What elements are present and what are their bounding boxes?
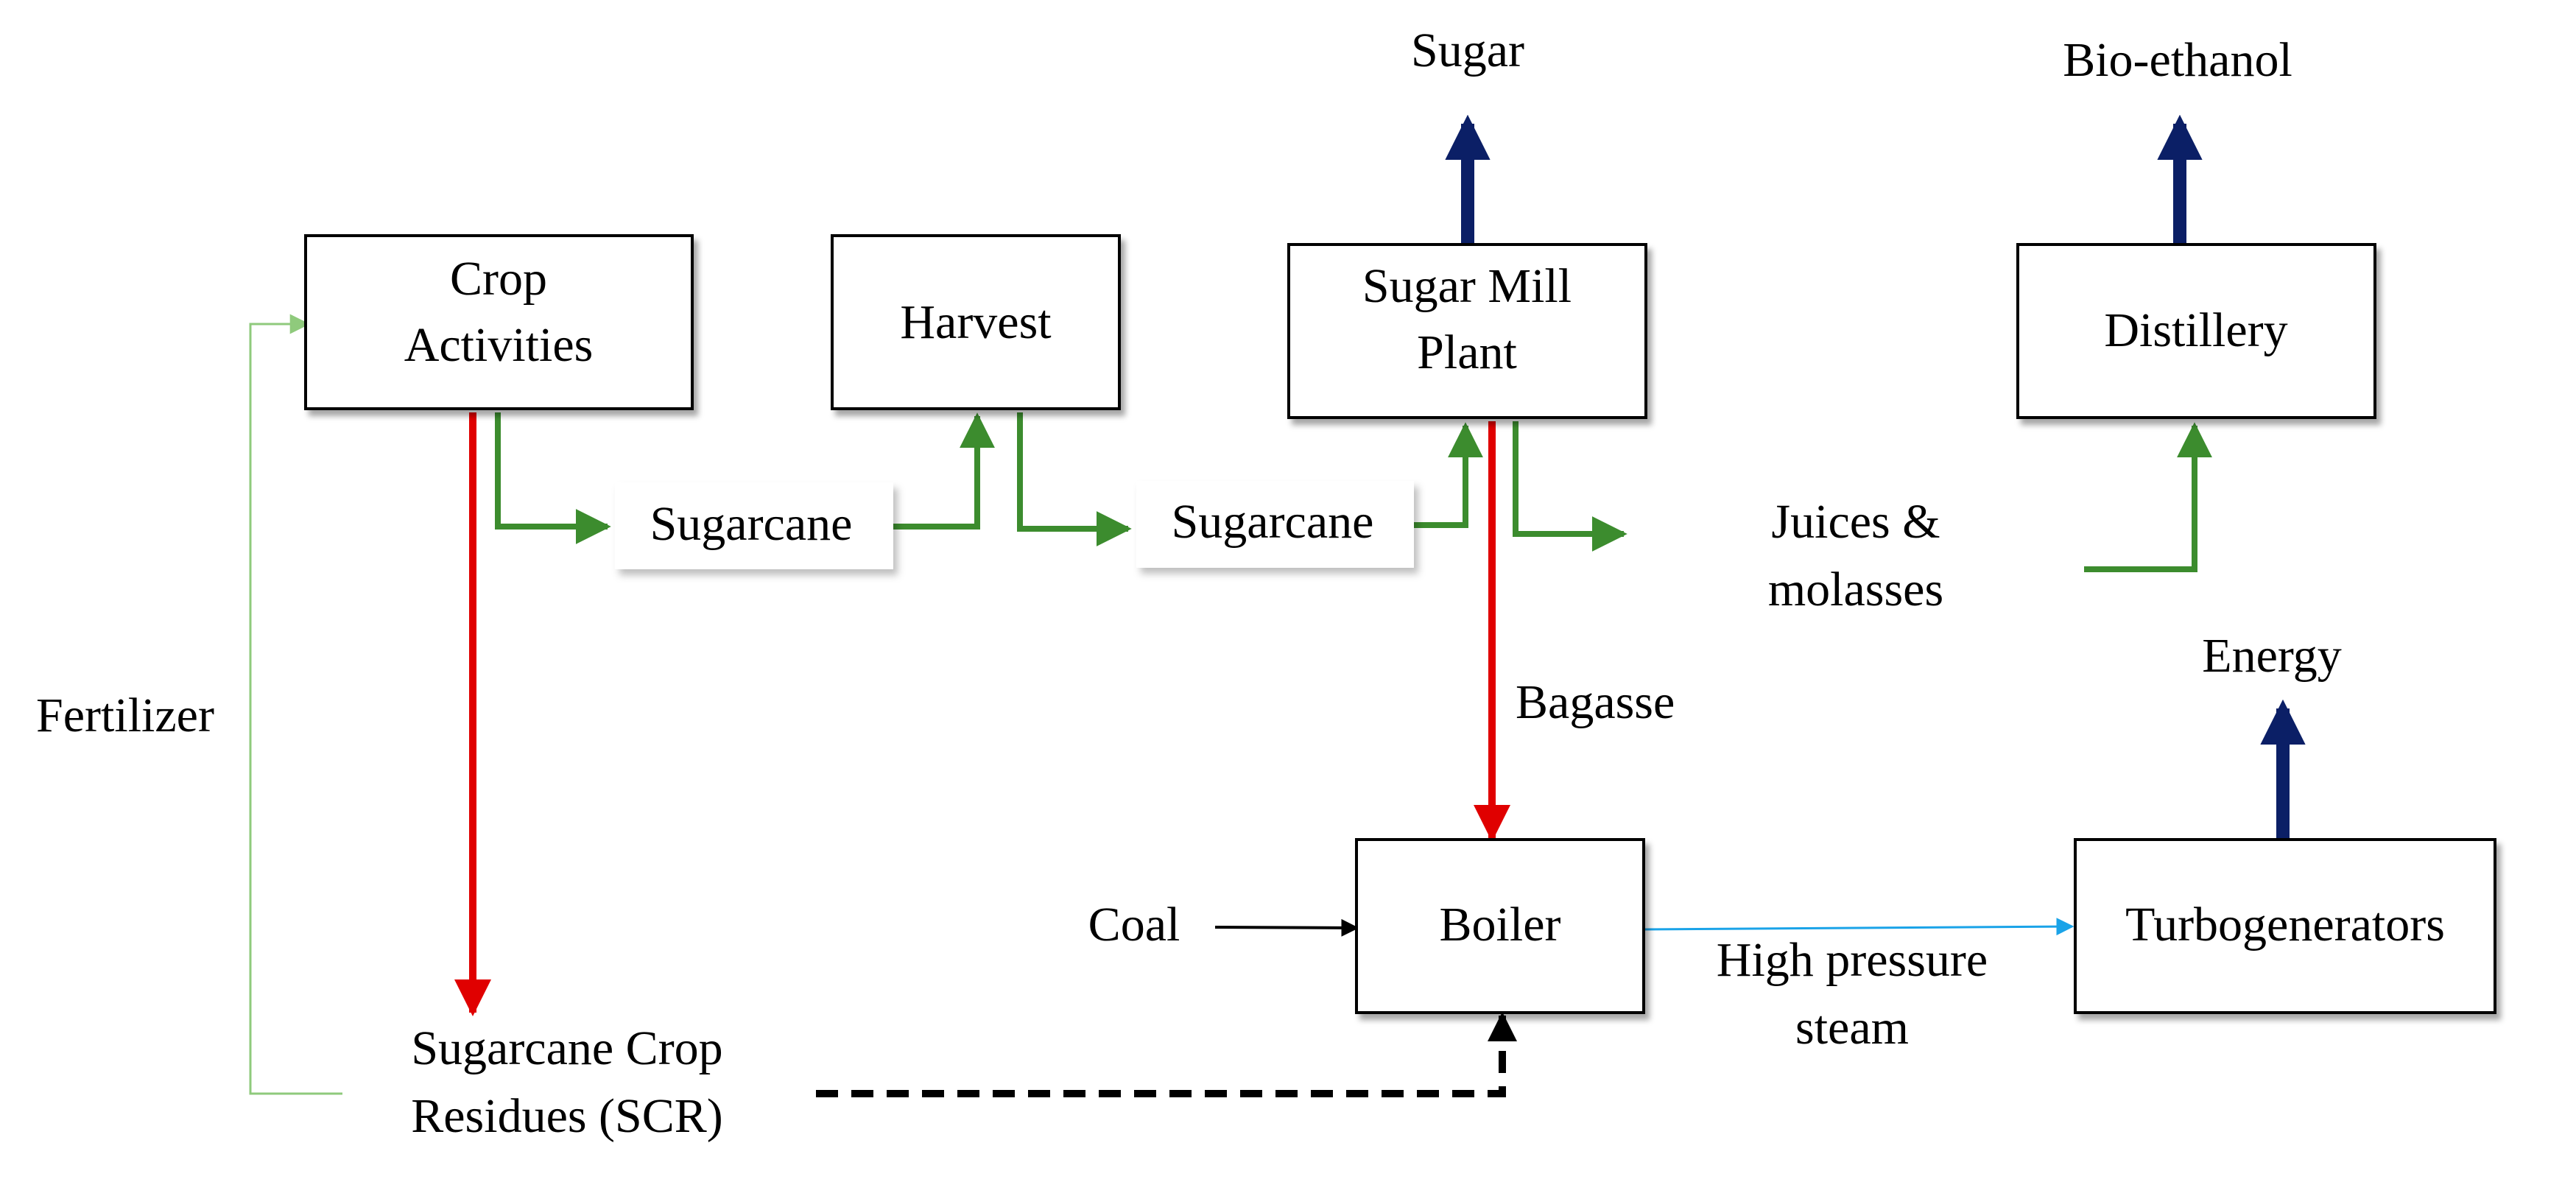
boiler-label-line-1: Boiler xyxy=(1440,898,1561,951)
turbogenerators-label-line-1: Turbogenerators xyxy=(2125,898,2445,951)
steam-to-turbogenerators-arrow xyxy=(1643,918,2074,936)
bagasse-label: Bagasse xyxy=(1516,675,1675,729)
juices-to-distillery-arrow xyxy=(2084,422,2212,572)
juices-molasses-label-line-1: Juices & xyxy=(1771,495,1940,549)
sugar-mill-label-line-1: Sugar Mill xyxy=(1362,259,1572,313)
fertilizer-feedback-arrow xyxy=(249,314,342,1095)
sugarcane-to-sugar-mill-arrow xyxy=(1414,422,1483,528)
crop-activities-label-line-2: Activities xyxy=(404,318,594,372)
energy-output-label: Energy xyxy=(2202,629,2341,683)
sugarcane-label-1-box xyxy=(615,482,893,569)
sugarcane-label-2: Sugarcane xyxy=(1172,495,1374,549)
juices-molasses-label: Juices & molasses xyxy=(1768,495,1943,616)
turbogenerators-box xyxy=(2074,838,2496,1014)
sugarcane-label-1: Sugarcane xyxy=(650,497,853,551)
crop-activities-box xyxy=(304,234,694,410)
harvest-label-line-1: Harvest xyxy=(900,295,1051,349)
turbogenerators-label: Turbogenerators xyxy=(2125,898,2445,951)
high-pressure-steam-label-line-2: steam xyxy=(1795,1001,1909,1055)
sugarcane-to-harvest-arrow xyxy=(893,412,995,530)
harvest-to-sugarcane-arrow xyxy=(1017,412,1132,546)
juices-molasses-label-line-2: molasses xyxy=(1768,563,1943,616)
crop-activities-label-line-1: Crop xyxy=(450,252,547,306)
sugar-mill-label-line-2: Plant xyxy=(1417,326,1517,379)
sugarcane-label-2-node: Sugarcane xyxy=(1136,481,1414,568)
harvest-label: Harvest xyxy=(900,295,1051,349)
boiler-node: Boiler xyxy=(1355,838,1645,1014)
sugar-output-label: Sugar xyxy=(1411,24,1524,77)
fertilizer-label: Fertilizer xyxy=(36,689,214,742)
sugarcane-crop-residues-label-line-2: Residues (SCR) xyxy=(411,1089,723,1143)
distillery-label: Distillery xyxy=(2104,303,2287,357)
sugarcane-label-2-box xyxy=(1136,481,1414,568)
sugarcane-crop-residues-label-line-1: Sugarcane Crop xyxy=(411,1021,722,1075)
distillery-node: Distillery xyxy=(2016,243,2376,419)
sugar-mill-box xyxy=(1287,243,1647,419)
high-pressure-steam-label: High pressure steam xyxy=(1717,933,1988,1055)
crop-to-sugarcane-arrow xyxy=(495,412,611,544)
residues-to-boiler-dashed-arrow xyxy=(816,1012,1517,1097)
boiler-box xyxy=(1355,838,1645,1014)
high-pressure-steam-label-line-1: High pressure xyxy=(1717,933,1988,987)
harvest-box xyxy=(831,234,1121,410)
coal-to-boiler-arrow xyxy=(1214,918,1359,937)
sugar-mill-to-juices-arrow xyxy=(1513,421,1627,552)
distillery-label-line-1: Distillery xyxy=(2104,303,2287,357)
boiler-label: Boiler xyxy=(1440,898,1561,951)
bio-ethanol-output-label: Bio-ethanol xyxy=(2063,33,2292,87)
sugarcane-label-1-node: Sugarcane xyxy=(615,482,893,569)
turbogenerators-node: Turbogenerators xyxy=(2074,838,2496,1014)
distillery-box xyxy=(2016,243,2376,419)
coal-label: Coal xyxy=(1088,898,1180,951)
harvest-node: Harvest xyxy=(831,234,1121,410)
